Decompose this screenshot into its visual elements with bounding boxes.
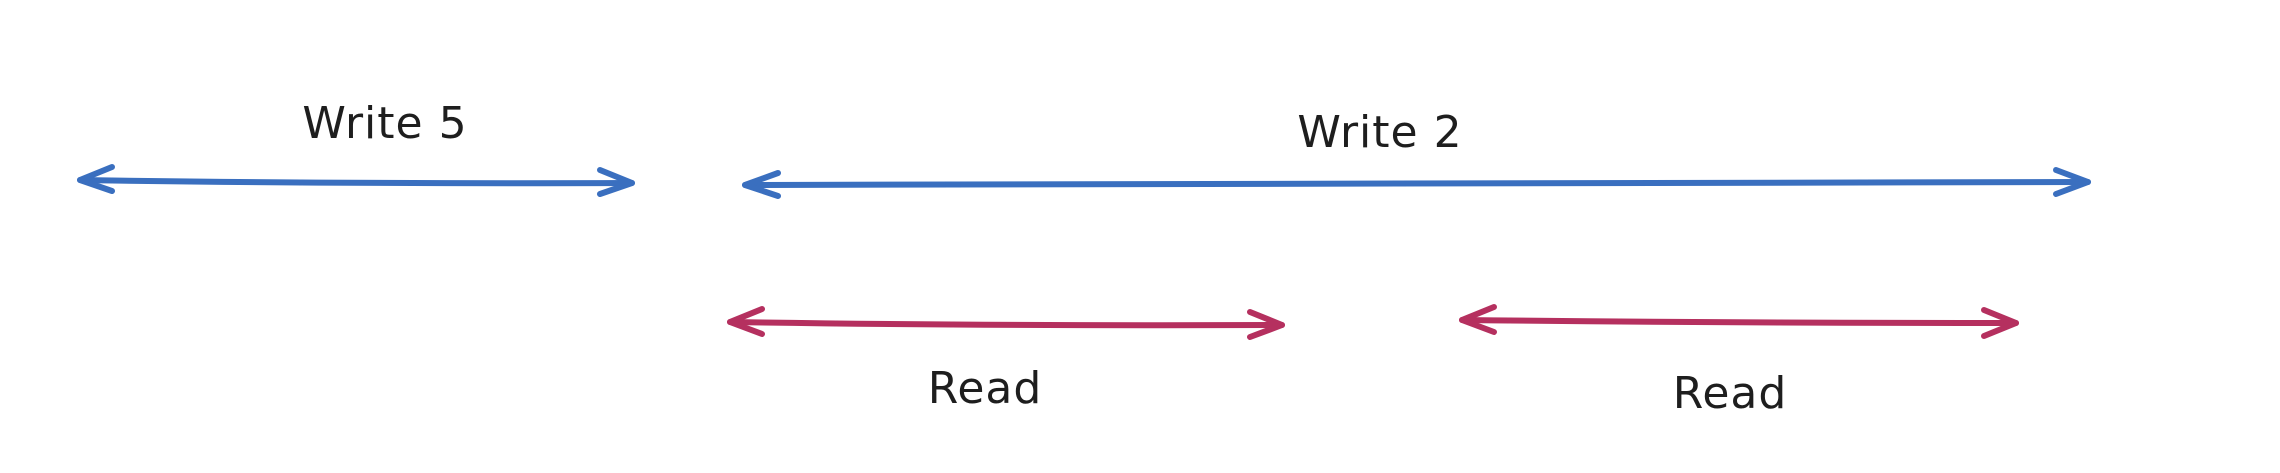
read-2-interval: Read [1459, 304, 2019, 419]
read-2-right-arrowhead [1981, 307, 2019, 339]
write-5-label: Write 5 [302, 98, 467, 149]
write-5-interval: Write 5 [77, 98, 635, 197]
write-5-right-arrowhead [597, 167, 635, 197]
read-2-label: Read [1673, 368, 1788, 419]
read-1-left-arrowhead [727, 306, 765, 337]
read-1-right-arrowhead [1247, 309, 1285, 340]
write-5-arrow-line [77, 177, 635, 187]
write-2-left-arrowhead [742, 170, 781, 199]
write-2-right-arrowhead [2053, 167, 2091, 197]
write-2-arrow-line [742, 179, 2091, 188]
read-1-arrow-line [727, 319, 1285, 329]
write-2-label: Write 2 [1297, 107, 1462, 158]
read-1-interval: Read [727, 306, 1285, 414]
read-2-left-arrowhead [1459, 304, 1497, 335]
read-2-arrow-line [1459, 317, 2019, 326]
write-2-interval: Write 2 [742, 107, 2091, 199]
read-1-label: Read [928, 363, 1043, 414]
write-5-left-arrowhead [77, 164, 115, 194]
